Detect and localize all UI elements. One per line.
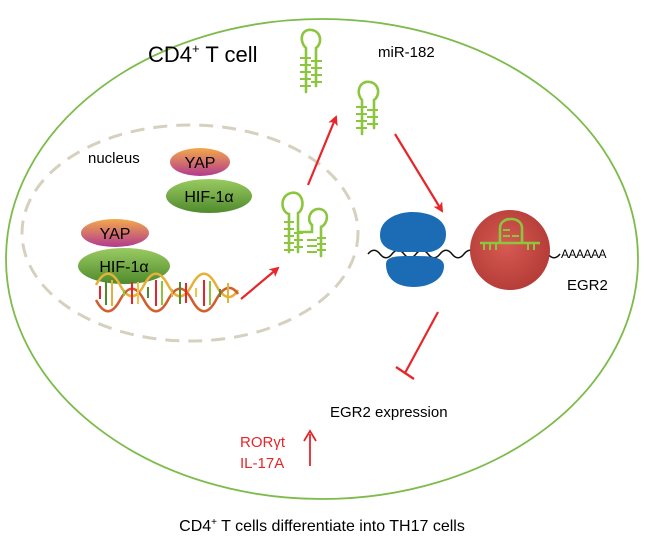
marker-il17a-label: IL-17A [240, 455, 284, 472]
risc-complex-icon [470, 210, 550, 290]
nucleus-boundary [20, 123, 360, 343]
dna-helix-icon [94, 272, 240, 313]
yap-label-1: YAP [185, 155, 216, 172]
polya-tail-label: AAAAAA [561, 247, 607, 261]
mirna-hairpin-icon-1 [300, 28, 322, 94]
figure-caption: CD4+ T cells differentiate into TH17 cel… [179, 517, 465, 535]
ribosome-icon [380, 212, 446, 287]
cell-label: CD4+ T cell [148, 41, 258, 67]
hif-label-1: HIF-1α [184, 189, 233, 206]
cell-membrane [5, 18, 639, 500]
inhibition-icon [395, 311, 439, 380]
bound-mirna-icon [480, 217, 540, 250]
hif-protein-1 [166, 179, 252, 213]
arrow-targeting [394, 133, 444, 213]
upregulation-arrow-icon [303, 429, 317, 466]
egr2-expression-label: EGR2 expression [330, 404, 448, 421]
mirna-label: miR-182 [378, 44, 435, 61]
arrow-processing [306, 115, 338, 186]
yap-protein-2 [81, 219, 149, 247]
nucleus-label: nucleus [88, 150, 140, 167]
hif-label-2: HIF-1α [99, 259, 148, 276]
marker-rorgt-label: RORγt [240, 434, 286, 451]
arrow-transcription [240, 266, 280, 300]
pri-mirna-hairpin-icon [281, 191, 329, 258]
hif-protein-2 [78, 248, 170, 284]
gene-label: EGR2 [567, 277, 608, 294]
yap-label-2: YAP [100, 226, 131, 243]
yap-protein-1 [170, 148, 230, 176]
mirna-hairpin-icon-2 [356, 80, 380, 136]
